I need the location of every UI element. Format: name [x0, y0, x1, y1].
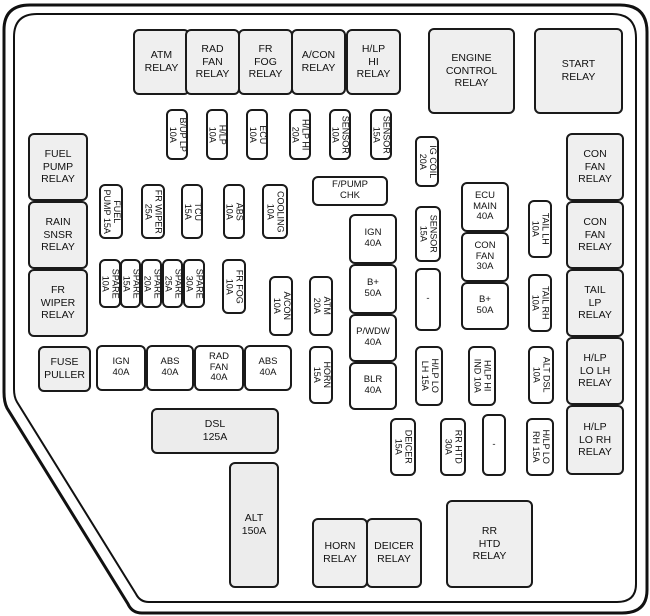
hlp-lo-rh-relay: H/LP LO RH RELAY	[566, 405, 624, 475]
fuse-puller: FUSE PULLER	[38, 346, 91, 392]
ign-40-mid-fuse: IGN 40A	[349, 214, 397, 264]
ecu-main-40-fuse: ECU MAIN 40A	[461, 182, 509, 232]
horn-15-fuse: HORN 15A	[309, 346, 333, 404]
bplus-50-right-fuse: B+ 50A	[461, 282, 509, 330]
atm-relay: ATM RELAY	[133, 29, 190, 95]
ig-coil-fuse: IG COIL 20A	[415, 136, 439, 187]
rad-fan-40-fuse: RAD FAN 40A	[194, 345, 244, 391]
acon-10-fuse: A/CON 10A	[269, 276, 293, 336]
deicer-relay: DEICER RELAY	[366, 518, 422, 588]
tcu-15-fuse: TCU 15A	[181, 184, 203, 239]
fr-wiper-relay: FR WIPER RELAY	[28, 269, 88, 337]
rain-snsr-relay: RAIN SNSR RELAY	[28, 201, 88, 269]
spare-30-fuse: SPARE 30A	[183, 259, 205, 308]
tail-lp-relay: TAIL LP RELAY	[566, 269, 624, 337]
pwdw-40-fuse: P/WDW 40A	[349, 314, 397, 362]
con-fan-relay-1: CON FAN RELAY	[566, 133, 624, 201]
fr-fog-relay: FR FOG RELAY	[238, 29, 293, 95]
acon-relay: A/CON RELAY	[291, 29, 346, 95]
hlp-hi-20-fuse: H/LP HI 20A	[289, 109, 311, 160]
hlp-hi-ind-10-fuse: H/LP HI IND 10A	[468, 346, 496, 406]
abs-40-b-fuse: ABS 40A	[244, 345, 292, 391]
ign-40-low-fuse: IGN 40A	[96, 345, 146, 391]
blr-40-fuse: BLR 40A	[349, 362, 397, 410]
spare-10-fuse: SPARE 10A	[99, 259, 121, 308]
fr-fog-10-fuse: FR FOG 10A	[222, 259, 246, 314]
hlp-lo-rh-15-fuse: H/LP LO RH 15A	[526, 418, 554, 476]
con-fan-30-fuse: CON FAN 30A	[461, 232, 509, 282]
rr-htd-relay: RR HTD RELAY	[446, 500, 533, 588]
atm-20-fuse: ATM 20A	[309, 276, 333, 336]
fpump-chk-fuse: F/PUMP CHK	[312, 176, 388, 206]
deicer-15-fuse: DEICER 15A	[390, 418, 416, 476]
hlp-fuse: H/LP 10A	[206, 109, 228, 160]
sensor-10-fuse: SENSOR 10A	[329, 109, 351, 160]
spare-20-fuse: SPARE 20A	[141, 259, 162, 308]
engine-control-relay: ENGINE CONTROL RELAY	[428, 28, 515, 114]
blank-fuse-2: -	[482, 414, 506, 476]
start-relay: START RELAY	[534, 28, 623, 114]
fuel-pump-relay: FUEL PUMP RELAY	[28, 133, 88, 201]
spare-25-fuse: SPARE 25A	[162, 259, 183, 308]
fuel-pump-15-fuse: FUEL PUMP 15A	[99, 184, 123, 239]
hlp-lo-lh-15-fuse: H/LP LO LH 15A	[415, 346, 443, 406]
sensor-15-mid-fuse: SENSOR 15A	[415, 206, 441, 262]
dsl-125-fuse: DSL 125A	[151, 408, 279, 454]
tail-lh-10-fuse: TAIL LH 10A	[528, 200, 552, 258]
ecu-10-fuse: ECU 10A	[246, 109, 268, 160]
alt-dsl-10-fuse: ALT DSL 10A	[528, 346, 554, 404]
abs-40-fuse: ABS 40A	[146, 345, 194, 391]
hlp-hi-relay: H/LP HI RELAY	[346, 29, 401, 95]
cooling-10-fuse: COOLING 10A	[262, 184, 288, 239]
bu-lp-fuse: B/UP LP 10A	[166, 109, 188, 160]
rr-htd-30-fuse: RR HTD 30A	[440, 418, 466, 476]
con-fan-relay-2: CON FAN RELAY	[566, 201, 624, 269]
sensor-15-top-fuse: SENSOR 15A	[370, 109, 392, 160]
alt-150-fuse: ALT 150A	[229, 462, 279, 588]
rad-fan-relay: RAD FAN RELAY	[185, 29, 240, 95]
fr-wiper-25-fuse: FR WIPER 25A	[141, 184, 165, 239]
abs-10-fuse: ABS 10A	[223, 184, 245, 239]
horn-relay: HORN RELAY	[312, 518, 368, 588]
bplus-50-left-fuse: B+ 50A	[349, 264, 397, 314]
tail-rh-10-fuse: TAIL RH 10A	[528, 274, 552, 332]
spare-15-fuse: SPARE 15A	[120, 259, 141, 308]
blank-fuse-1: -	[415, 268, 441, 331]
hlp-lo-lh-relay: H/LP LO LH RELAY	[566, 337, 624, 405]
